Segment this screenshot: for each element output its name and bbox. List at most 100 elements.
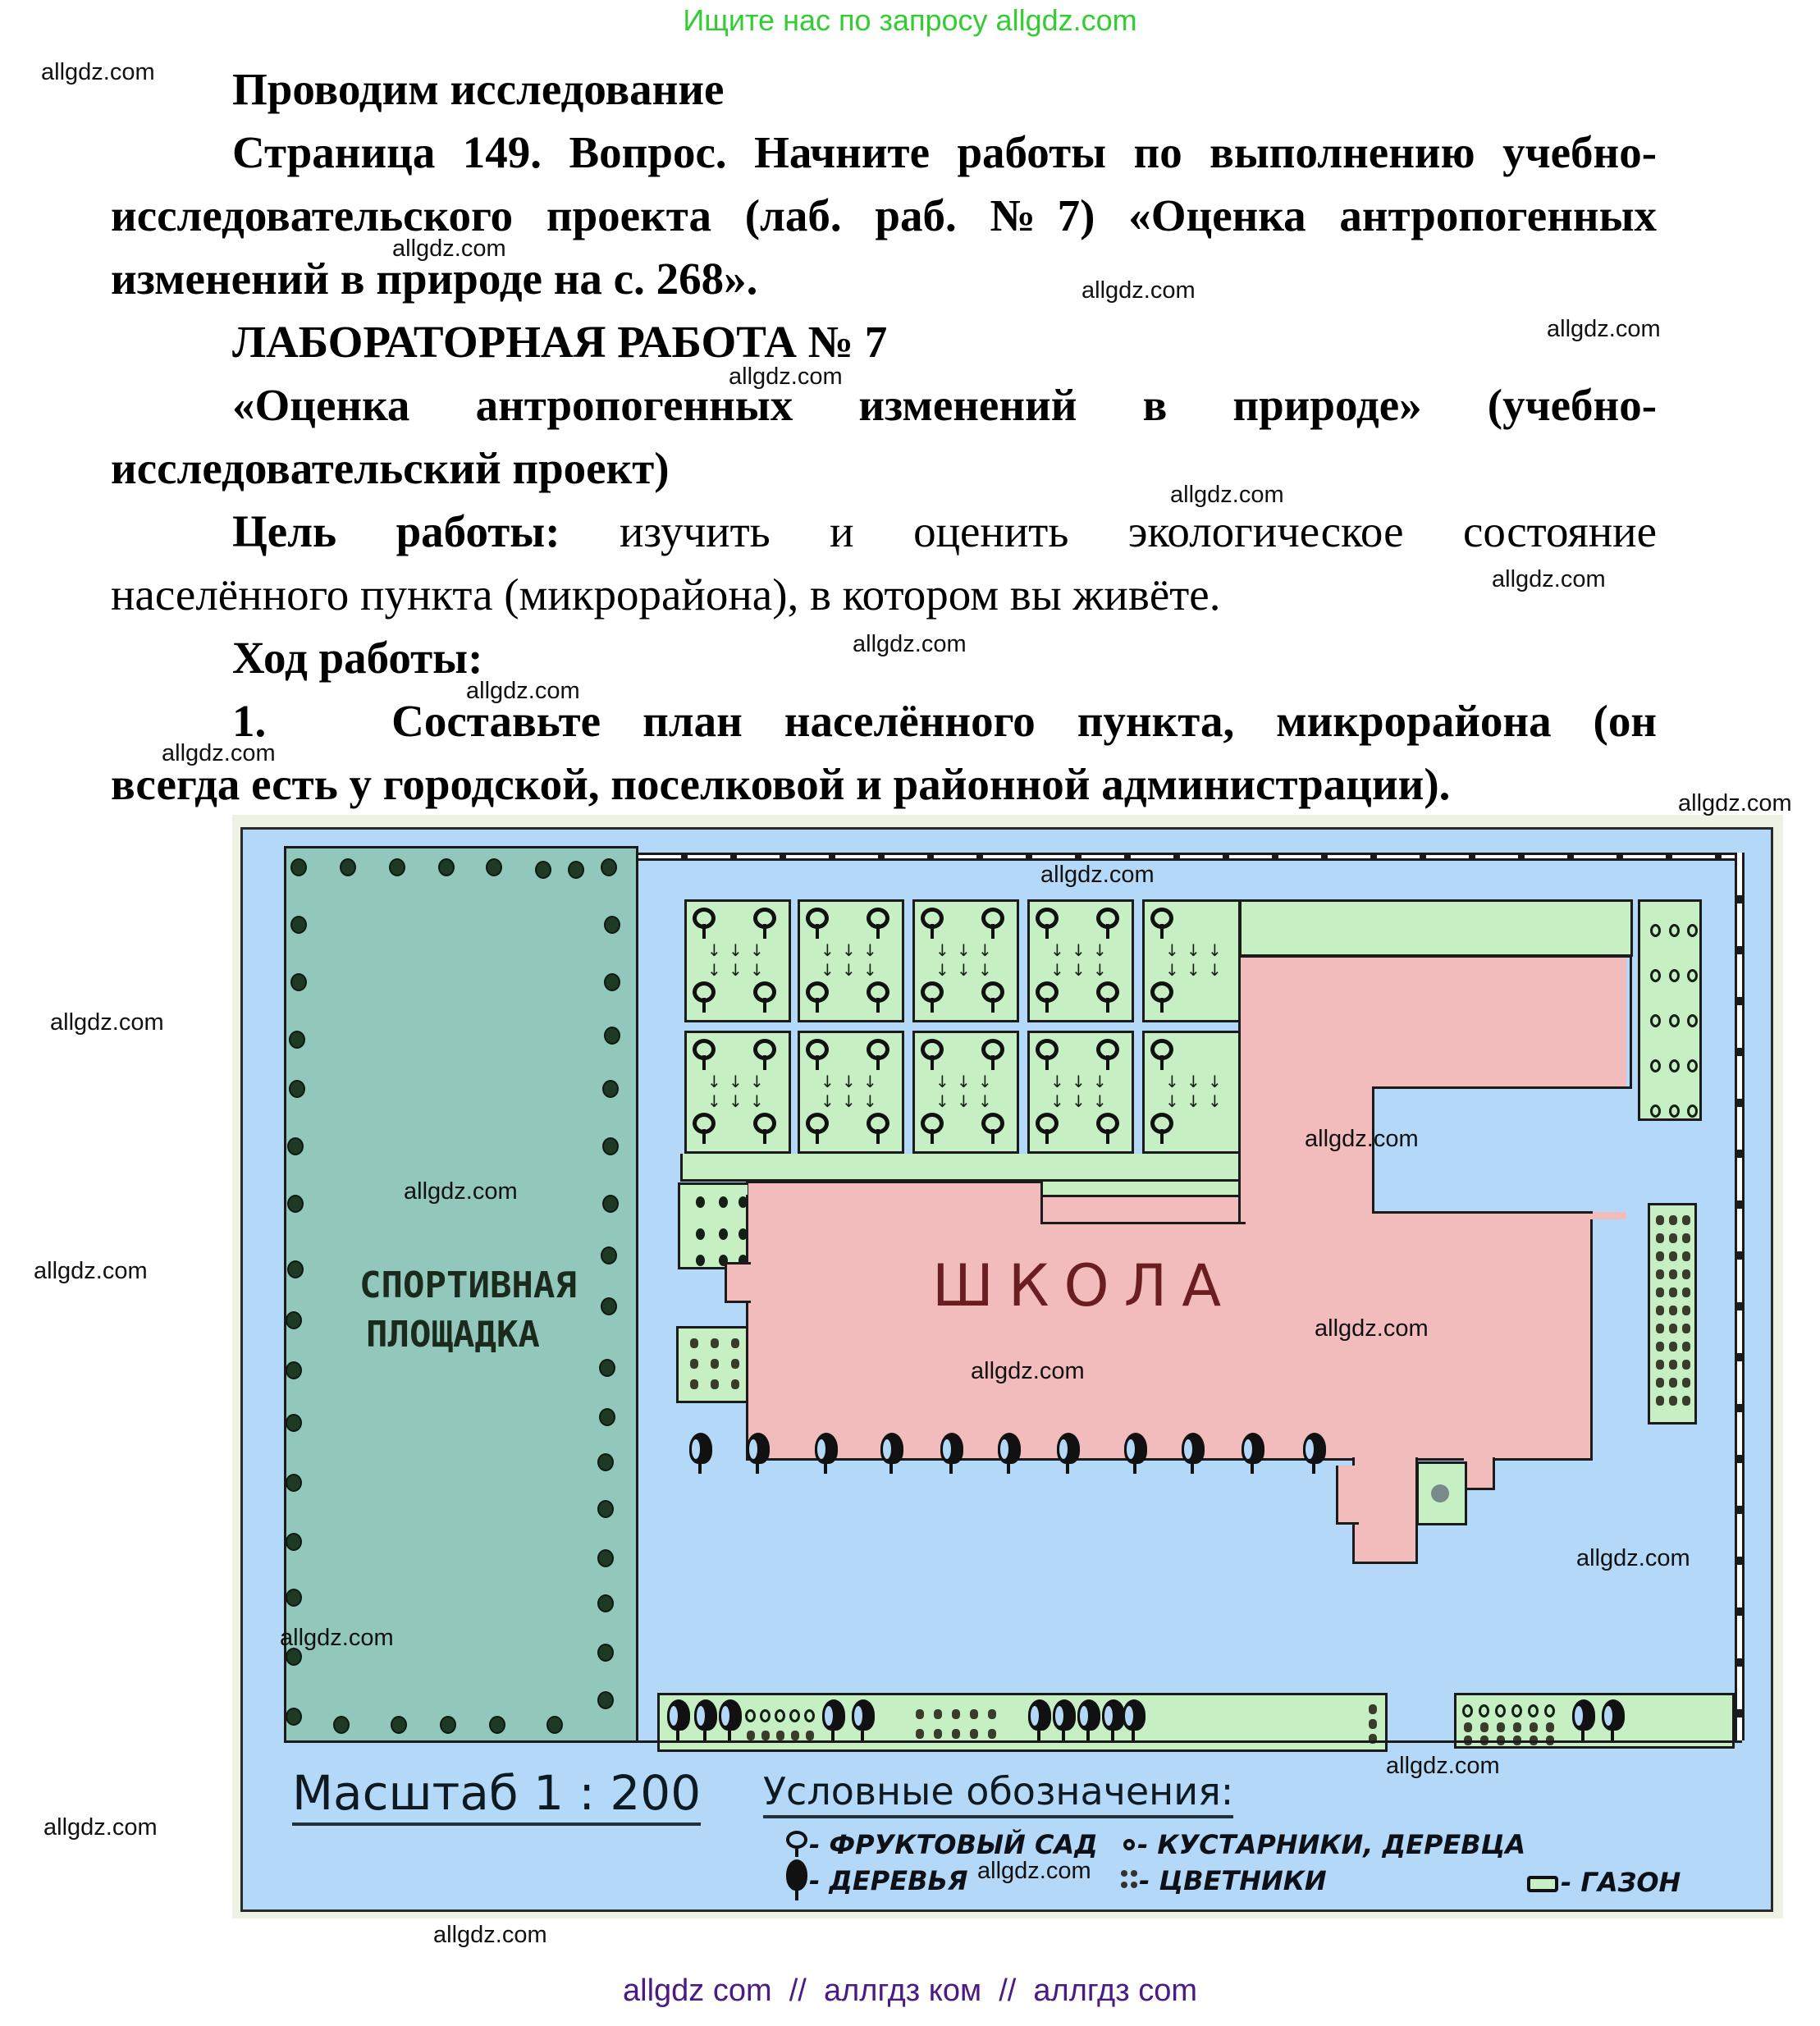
shrub-dot-icon: [1687, 924, 1698, 937]
step-1-line-2: всегда есть у городской, поселковой и ра…: [111, 759, 1451, 809]
flower-icon: [1513, 1722, 1521, 1732]
watermark-text: allgdz.com: [1678, 790, 1792, 816]
watermark-text: allgdz.com: [41, 59, 155, 85]
seedling-icon: ↓: [729, 960, 743, 980]
seedling-icon: ↓: [978, 940, 992, 960]
flower-icon: [1682, 1360, 1690, 1370]
legend-shrubs: - КУСТАРНИКИ, ДЕРЕВЦА: [1137, 1829, 1526, 1860]
fruit-tree-icon: [1034, 981, 1062, 1014]
fruit-tree-icon: [691, 1113, 719, 1146]
fruit-tree-icon: [1034, 908, 1062, 940]
flower-icon: [1530, 1722, 1538, 1732]
seedling-icon: ↓: [957, 960, 971, 980]
flower-icon: [1682, 1306, 1690, 1315]
watermark-text: allgdz.com: [162, 740, 276, 766]
shrub-icon: [602, 1080, 619, 1098]
watermark-text: allgdz.com: [1492, 566, 1606, 592]
seedling-icon: ↓: [750, 960, 764, 980]
seedling-icon: ↓: [707, 940, 721, 960]
site-boundary-bottom: [638, 1740, 1742, 1743]
flower-icon: [916, 1709, 924, 1719]
flower-icon: [934, 1709, 942, 1719]
tree-icon: [996, 1433, 1022, 1475]
flower-icon: [690, 1379, 698, 1389]
flower-icon: [1682, 1342, 1690, 1351]
shrub-dot-icon: [1669, 924, 1680, 937]
shrub-icon: [597, 1644, 614, 1662]
watermark-text: allgdz.com: [1170, 482, 1284, 508]
watermark-text: allgdz.com: [729, 364, 843, 390]
shrub-dot-icon: [1462, 1704, 1473, 1717]
search-banner[interactable]: Ищите нас по запросу allgdz.com: [683, 3, 1137, 37]
footer-watermark[interactable]: allgdz com // аллгдз ком // аллгдз com: [623, 1973, 1197, 2008]
flower-icon: [761, 1731, 770, 1740]
shrub-icon: [546, 1716, 563, 1734]
shrub-dot-icon: [1669, 1104, 1680, 1118]
shrub-icon: [286, 1708, 302, 1726]
watermark-text: allgdz.com: [977, 1858, 1091, 1884]
legend-title: Условные обозначения:: [763, 1769, 1234, 1818]
lab-subtitle-line-2: исследовательский проект): [111, 443, 670, 493]
shrub-icon: [289, 1080, 305, 1098]
legend-flowerbeds: - ЦВЕТНИКИ: [1139, 1865, 1327, 1896]
fruit-tree-icon: [980, 981, 1008, 1014]
shrub-icon: [601, 858, 617, 876]
shrub-dot-icon: [1495, 1704, 1506, 1717]
lab-subtitle-line-1: «Оценка антропогенных изменений в природ…: [232, 380, 1658, 430]
fruit-tree-icon: [804, 908, 832, 940]
shrub-icon: [290, 916, 307, 934]
fruit-tree-icon: [1095, 1039, 1123, 1072]
tree-icon: [879, 1433, 905, 1475]
seedling-icon: ↓: [1093, 960, 1107, 980]
fruit-tree-icon: [691, 1039, 719, 1072]
shrub-legend-icon: [1123, 1839, 1135, 1850]
watermark-text: allgdz.com: [392, 236, 506, 262]
shrub-icon: [286, 1533, 302, 1551]
school-outline: [1630, 955, 1632, 1086]
seedling-icon: ↓: [1165, 1072, 1179, 1091]
goal-line-2: населённого пункта (микрорайона), в кото…: [111, 569, 1221, 620]
flower-icon: [1682, 1269, 1690, 1279]
shrub-icon: [340, 858, 356, 876]
flower-icon: [1669, 1378, 1677, 1388]
shrub-icon: [599, 1408, 615, 1426]
lawn-strip: [680, 1154, 1241, 1182]
flowerbed-strip-bottom: [657, 1693, 1388, 1752]
question-line-3: изменений в природе на с. 268».: [111, 254, 758, 304]
tree-icon: [665, 1699, 692, 1742]
flower-icon: [731, 1379, 739, 1389]
flower-icon: [1669, 1269, 1677, 1279]
tree-icon: [1121, 1699, 1147, 1742]
fruit-tree-icon: [865, 1039, 893, 1072]
watermark-text: allgdz.com: [1315, 1315, 1429, 1342]
school-outline: [1372, 1086, 1632, 1089]
tree-icon: [1051, 1699, 1077, 1742]
tree-icon: [1076, 1699, 1102, 1742]
flower-icon: [690, 1338, 698, 1348]
flower-icon: [1656, 1324, 1664, 1333]
seedling-icon: ↓: [1208, 1091, 1222, 1111]
lawn-strip-top: [1239, 899, 1633, 957]
flower-icon: [988, 1729, 996, 1739]
flower-icon: [952, 1729, 960, 1739]
shrub-dot-icon: [775, 1709, 785, 1722]
flower-icon: [1682, 1378, 1690, 1388]
flower-icon: [1682, 1233, 1690, 1243]
shrub-icon: [601, 1246, 617, 1265]
shrub-dot-icon: [1650, 924, 1661, 937]
seedling-icon: ↓: [1187, 1072, 1200, 1091]
flower-icon: [1369, 1704, 1377, 1714]
seedling-icon: ↓: [978, 960, 992, 980]
fruit-tree-icon: [804, 1039, 832, 1072]
seedling-icon: ↓: [957, 1091, 971, 1111]
school-outline: [1040, 1222, 1246, 1224]
fruit-tree-icon: [865, 981, 893, 1014]
question-line-1: Страница 149. Вопрос. Начните работы по …: [232, 127, 1658, 177]
lawn-legend-icon: [1527, 1876, 1558, 1892]
shrub-dot-icon: [739, 1255, 748, 1266]
seedling-icon: ↓: [957, 940, 971, 960]
shrub-icon: [287, 1195, 304, 1213]
watermark-text: allgdz.com: [1547, 316, 1661, 342]
flower-icon: [1669, 1360, 1677, 1370]
fruit-tree-icon: [919, 908, 947, 940]
